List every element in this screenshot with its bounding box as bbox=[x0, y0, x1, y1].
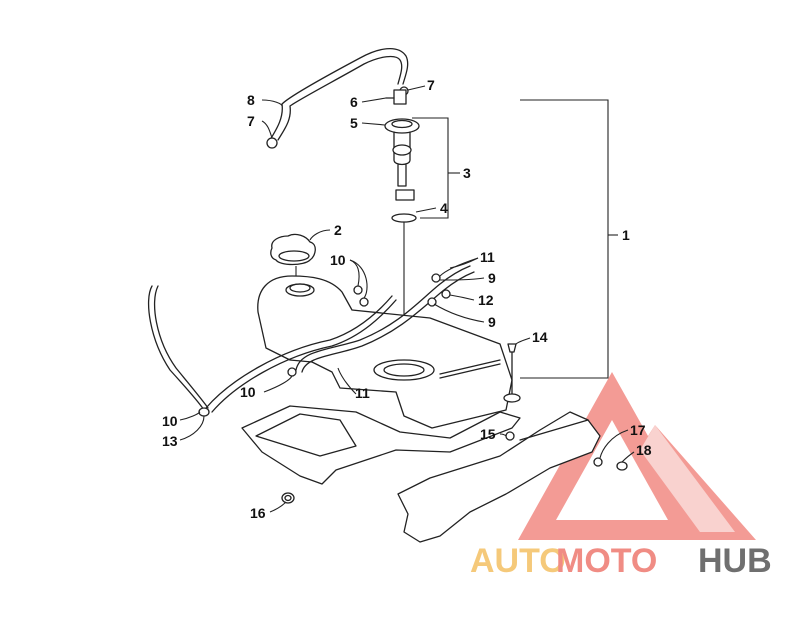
pump-filter bbox=[395, 189, 415, 201]
grommet-17 bbox=[593, 457, 603, 467]
callout-16: 16 bbox=[250, 505, 266, 521]
watermark-auto: AUTO bbox=[470, 542, 566, 580]
callout-5: 5 bbox=[350, 115, 358, 131]
grommet-16 bbox=[281, 492, 295, 504]
bolt-14 bbox=[507, 343, 517, 353]
callout-1: 1 bbox=[622, 227, 630, 243]
callout-11-lower: 11 bbox=[355, 385, 370, 401]
leader-lines bbox=[179, 85, 635, 513]
pump-body bbox=[393, 131, 411, 166]
callout-10-lower: 10 bbox=[162, 413, 178, 429]
fuel-tank-assembly bbox=[147, 48, 628, 543]
pump-gasket bbox=[391, 213, 417, 223]
watermark-hub: HUB bbox=[698, 542, 772, 580]
callout-17: 17 bbox=[630, 422, 646, 438]
clamp-10-lower bbox=[287, 367, 297, 377]
fitting-9a bbox=[431, 273, 441, 283]
vent-hose-inner bbox=[277, 55, 403, 141]
callout-7-lower: 7 bbox=[247, 113, 255, 129]
vent-hose-long bbox=[147, 285, 205, 411]
callout-9-upper: 9 bbox=[488, 270, 496, 286]
callout-14: 14 bbox=[532, 329, 548, 345]
watermark-triangle-inner bbox=[556, 420, 668, 520]
clamp-10-upper bbox=[353, 285, 363, 295]
callout-4: 4 bbox=[440, 200, 448, 216]
watermark-moto: MOTO bbox=[556, 542, 657, 580]
callout-7-upper: 7 bbox=[427, 77, 435, 93]
tank-tray bbox=[241, 405, 521, 485]
fuel-tank-body bbox=[257, 275, 513, 429]
callout-2: 2 bbox=[334, 222, 342, 238]
vent-hose bbox=[269, 48, 409, 141]
fitting-12 bbox=[441, 289, 451, 299]
callout-11-upper: 11 bbox=[480, 249, 495, 265]
clamp-13 bbox=[198, 407, 210, 417]
callout-13: 13 bbox=[162, 433, 178, 449]
pump-top-connector bbox=[393, 89, 407, 105]
skid-plate bbox=[397, 411, 601, 543]
clamp-lower bbox=[266, 137, 278, 149]
grommet-15 bbox=[503, 393, 521, 403]
callout-labels: 1 2 3 4 5 6 7 7 8 9 9 10 10 10 11 11 12 … bbox=[162, 77, 652, 521]
callout-12: 12 bbox=[478, 292, 494, 308]
callout-15: 15 bbox=[480, 426, 496, 442]
callout-9-lower: 9 bbox=[488, 314, 496, 330]
callout-6: 6 bbox=[350, 94, 358, 110]
fastener-18 bbox=[616, 461, 628, 471]
callout-3: 3 bbox=[463, 165, 471, 181]
callout-18: 18 bbox=[636, 442, 652, 458]
callout-10-middle: 10 bbox=[240, 384, 256, 400]
callout-8: 8 bbox=[247, 92, 255, 108]
callout-10-upper: 10 bbox=[330, 252, 346, 268]
pump-opening bbox=[373, 359, 435, 381]
fuel-cap bbox=[270, 233, 316, 266]
watermark-text: AUTO MOTO HUB bbox=[470, 542, 772, 580]
watermark-logo bbox=[518, 372, 756, 540]
